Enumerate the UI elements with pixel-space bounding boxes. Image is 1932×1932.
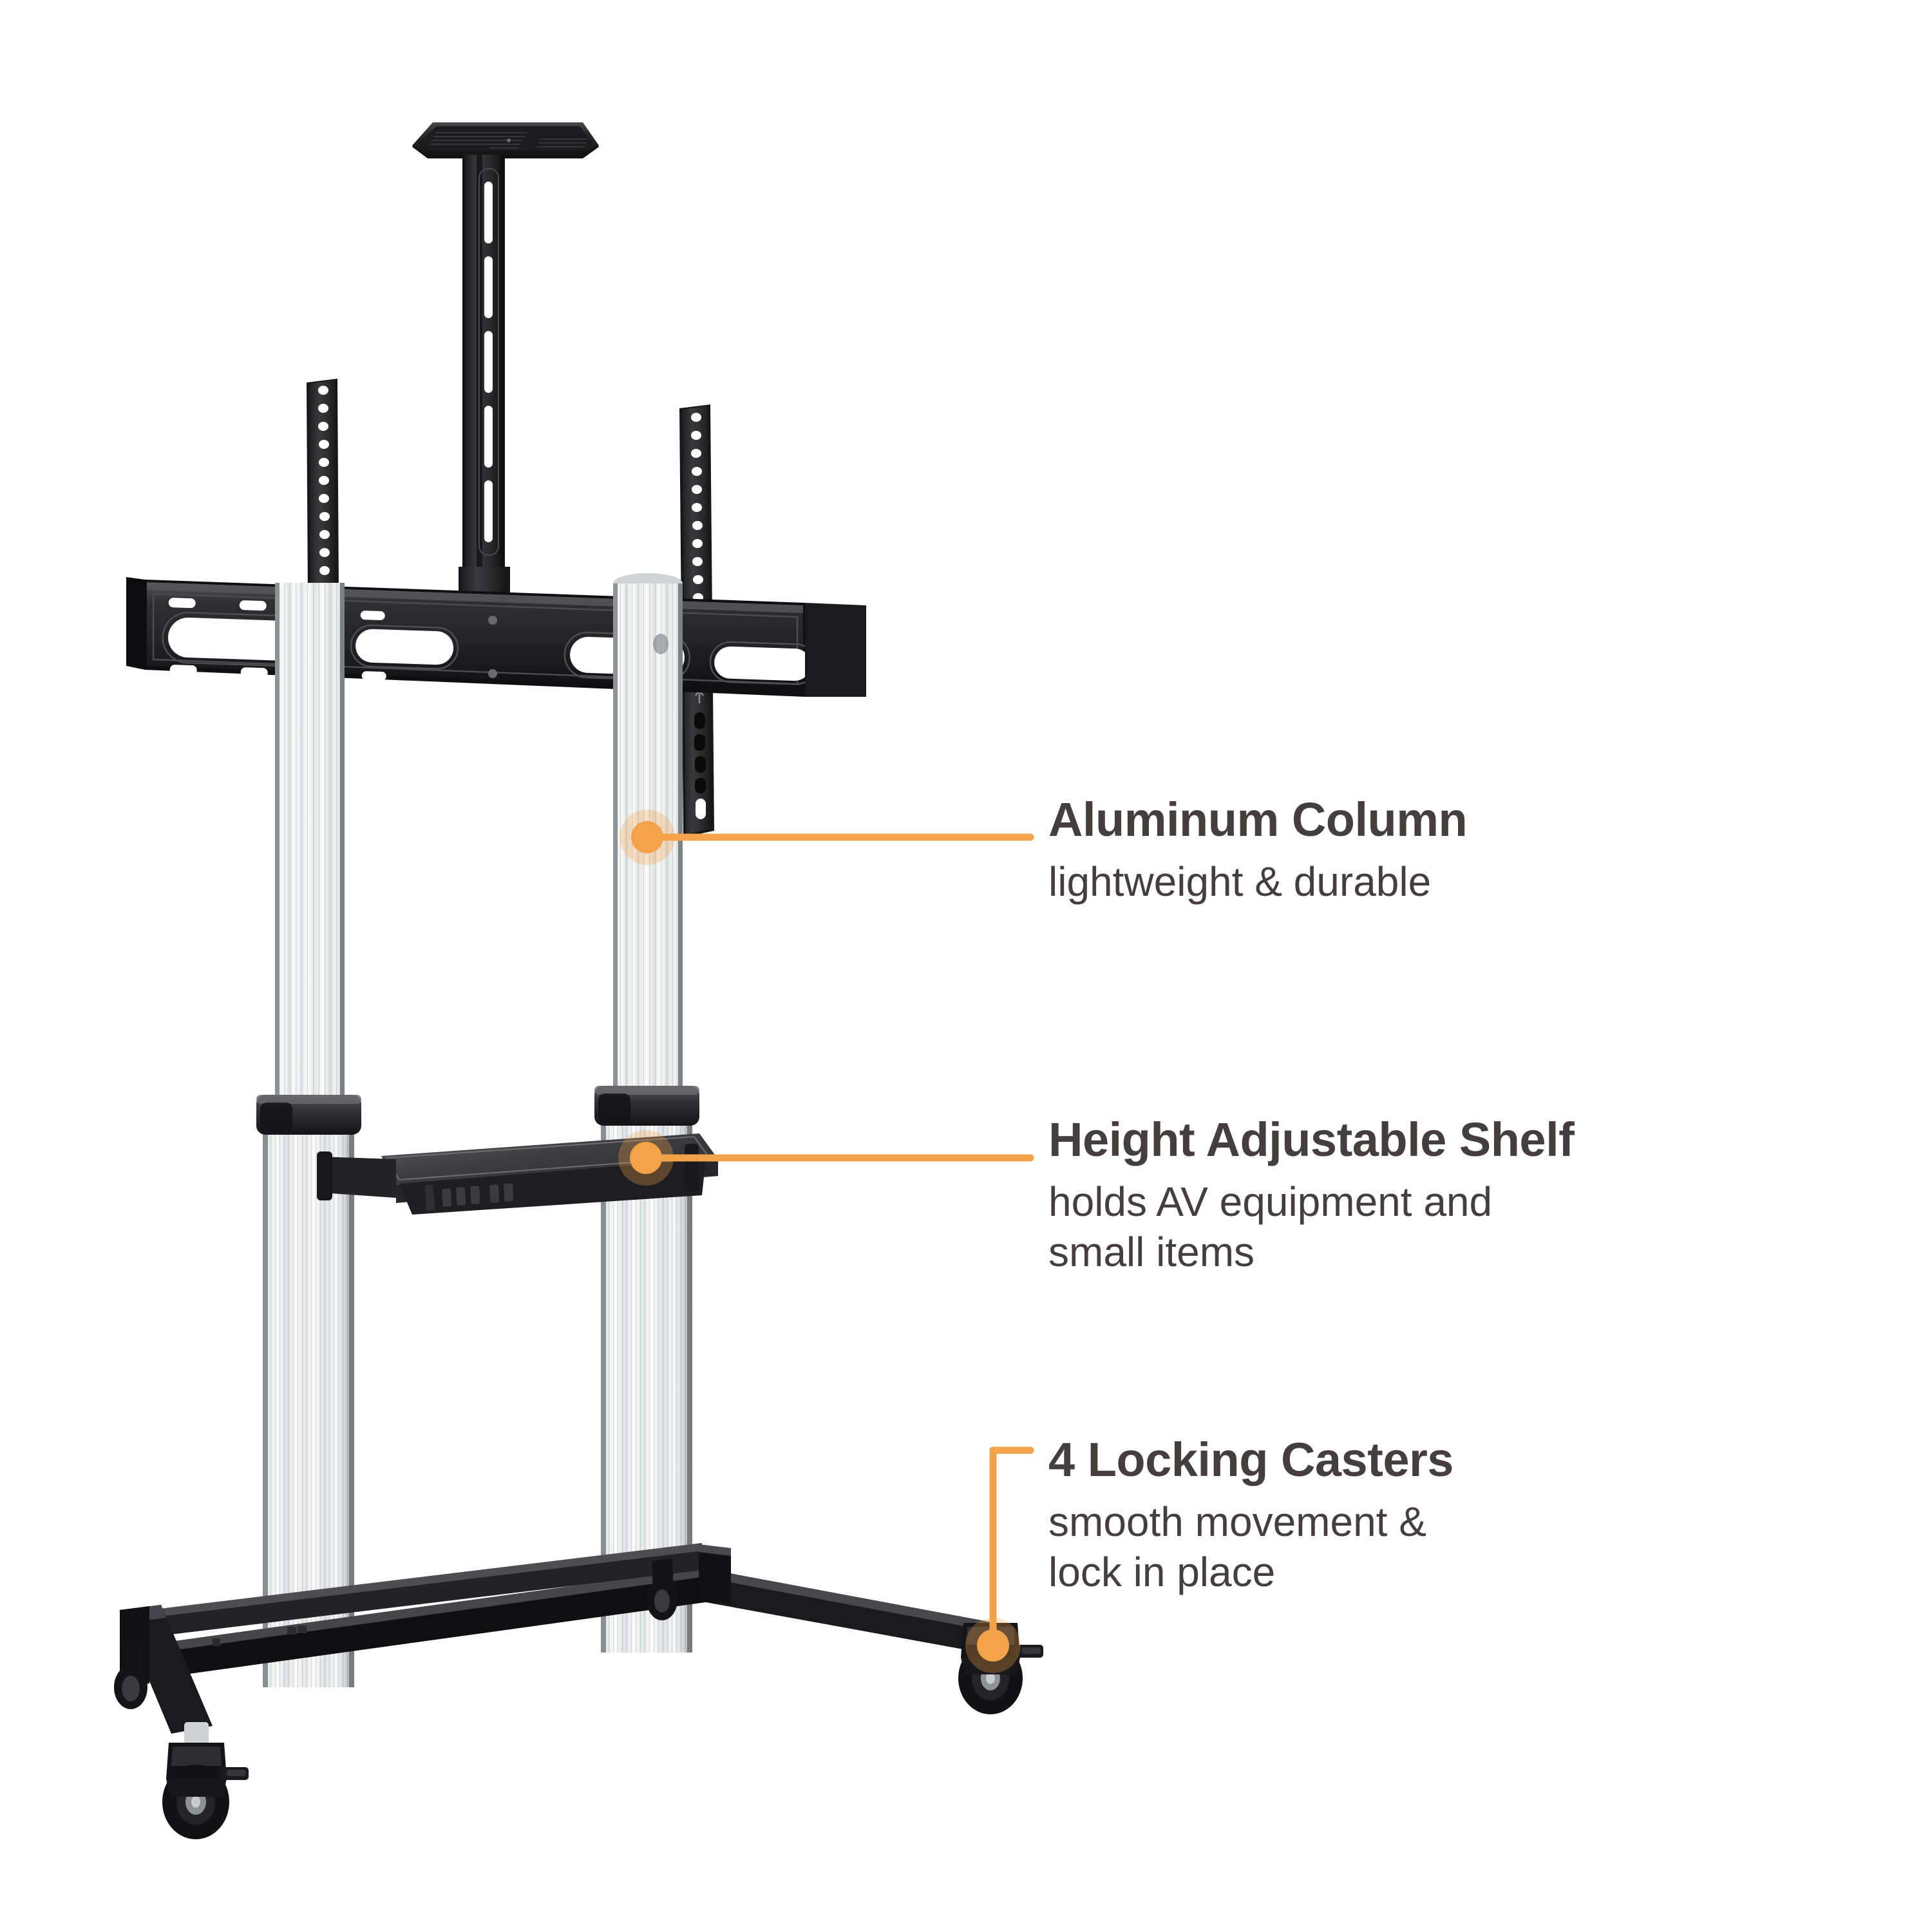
callout-subtitle-locking-casters-line1: smooth movement & bbox=[1048, 1499, 1426, 1545]
callout-title-aluminum-column: Aluminum Column bbox=[1048, 793, 1468, 846]
wheeled-base-frame bbox=[120, 1543, 995, 1734]
callout-height-adjustable-shelf: Height Adjustable Shelf holds AV equipme… bbox=[1048, 1116, 1899, 1277]
callout-title-height-adjustable-shelf: Height Adjustable Shelf bbox=[1048, 1113, 1575, 1166]
callout-title-locking-casters: 4 Locking Casters bbox=[1048, 1433, 1454, 1486]
product-illustration bbox=[114, 122, 1043, 1839]
horizontal-mount-crossbar bbox=[126, 577, 866, 697]
column-collar-left bbox=[256, 1095, 361, 1135]
slotted-center-post bbox=[459, 155, 510, 617]
crossbar-slot-midleft bbox=[350, 611, 459, 681]
callout-aluminum-column: Aluminum Column lightweight & durable bbox=[1048, 796, 1899, 907]
caster-front-left bbox=[162, 1722, 249, 1839]
caster-rear-right bbox=[647, 1558, 677, 1620]
callout-subtitle-locking-casters-line2: lock in place bbox=[1048, 1549, 1276, 1596]
callout-subtitle-height-adjustable-shelf-line2: small items bbox=[1048, 1229, 1255, 1276]
caster-front-right bbox=[958, 1623, 1043, 1714]
top-camera-shelf bbox=[412, 122, 599, 158]
callout-subtitle-aluminum-column: lightweight & durable bbox=[1048, 858, 1432, 905]
column-collar-right bbox=[594, 1086, 699, 1126]
caster-rear-left bbox=[114, 1641, 147, 1709]
callout-subtitle-height-adjustable-shelf-line1: holds AV equipment and bbox=[1048, 1179, 1493, 1225]
aluminum-column-left bbox=[256, 583, 361, 1687]
callout-locking-casters: 4 Locking Casters smooth movement & lock… bbox=[1048, 1436, 1899, 1597]
